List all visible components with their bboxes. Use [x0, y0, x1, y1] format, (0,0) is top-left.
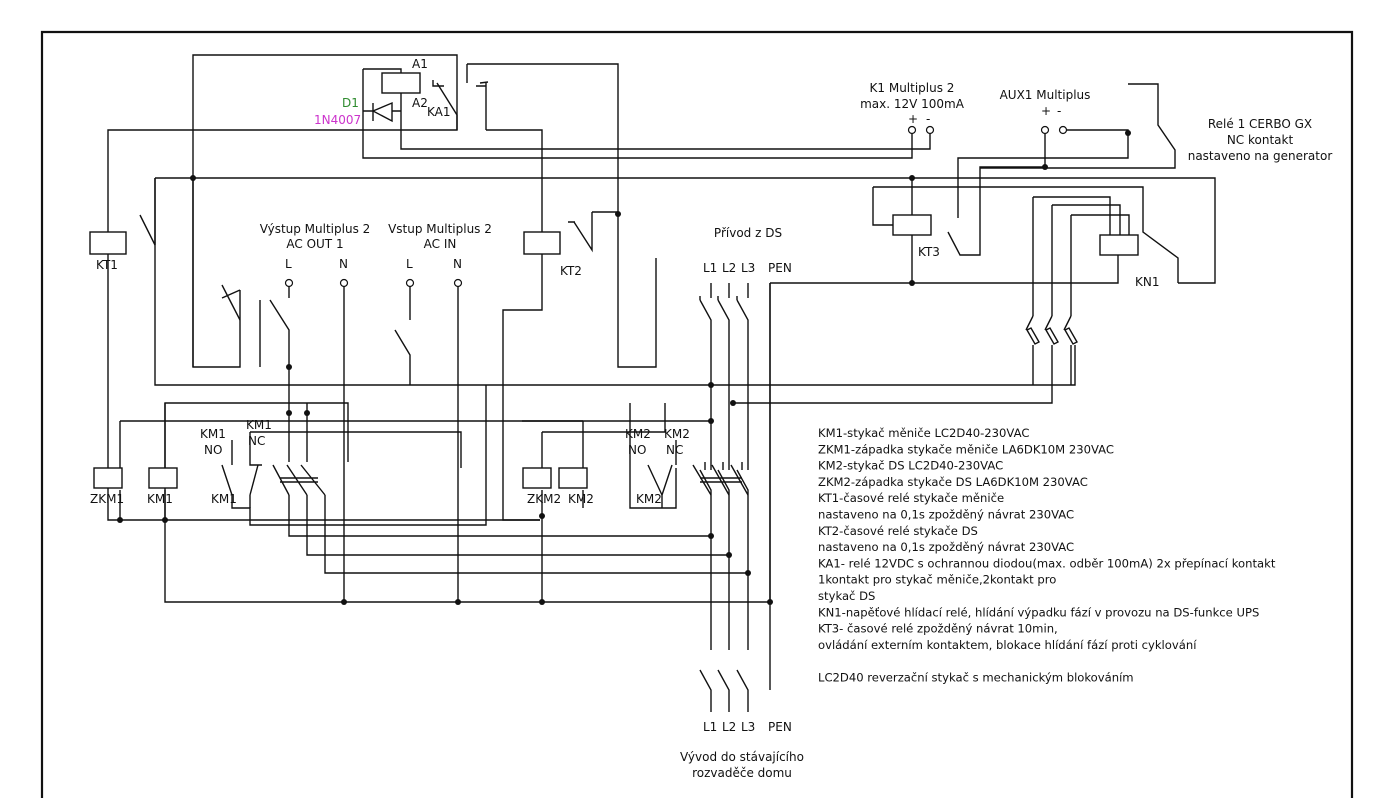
top-l3: L3 [741, 261, 755, 275]
label-out-sub: AC OUT 1 [286, 237, 343, 251]
bottom-l2: L2 [722, 720, 736, 734]
fuse-icon [1044, 315, 1059, 355]
aux1-plus: + [1041, 104, 1051, 118]
label-output-1: Vývod do stávajícího [680, 750, 804, 764]
kt3-coil [892, 214, 932, 236]
terminals [284, 125, 1068, 288]
out-l: L [285, 257, 292, 271]
km2-nc-2: NC [666, 443, 683, 457]
junctions [117, 130, 1131, 605]
in-l: L [406, 257, 413, 271]
note-line: nastaveno na 0,1s zpožděný návrat 230VAC [818, 508, 1074, 522]
note-line: KM2-stykač DS LC2D40-230VAC [818, 459, 1003, 473]
note-line: ovládání externím kontaktem, blokace hlí… [818, 638, 1197, 652]
note-line: KT1-časové relé stykače měniče [818, 491, 1004, 505]
km2-no-1: KM2 [625, 427, 651, 441]
label-km1-coil: KM1 [147, 492, 173, 506]
fuse-icon [1025, 315, 1040, 355]
k1-plus: + [908, 112, 918, 126]
note-line: KM1-stykač měniče LC2D40-230VAC [818, 426, 1029, 440]
top-l1: L1 [703, 261, 717, 275]
label-d1-type: 1N4007 [314, 113, 361, 127]
bottom-pen: PEN [768, 720, 792, 734]
km1-nc-1: KM1 [246, 418, 272, 432]
label-in-title: Vstup Multiplus 2 [388, 222, 492, 236]
component-notes: KM1-stykač měniče LC2D40-230VAC ZKM1-zápa… [818, 426, 1276, 685]
component-labels: A1 A2 KA1 D1 1N4007 K1 Multiplus 2 max. … [90, 57, 1332, 780]
label-zkm2: ZKM2 [527, 492, 561, 506]
in-n: N [453, 257, 462, 271]
note-line: 1kontakt pro stykač měniče,2kontakt pro [818, 573, 1056, 587]
coils [89, 72, 1139, 489]
label-k1-title: K1 Multiplus 2 [870, 81, 955, 95]
note-line: ZKM1-západka stykače měniče LA6DK10M 230… [818, 442, 1114, 456]
label-in-sub: AC IN [424, 237, 457, 251]
bottom-l3: L3 [741, 720, 755, 734]
label-a1: A1 [412, 57, 428, 71]
label-cerbo-1: Relé 1 CERBO GX [1208, 117, 1312, 131]
note-line: KT2-časové relé stykače DS [818, 524, 978, 538]
zkm2-coil [522, 467, 552, 489]
label-cerbo-3: nastaveno na generator [1188, 149, 1333, 163]
km2-no-2: NO [628, 443, 646, 457]
km1-no-2: NO [204, 443, 222, 457]
label-kt3: KT3 [918, 245, 940, 259]
label-km1-contacts: KM1 [211, 492, 237, 506]
km1-nc-2: NC [248, 434, 265, 448]
kn1-coil [1099, 234, 1139, 256]
label-zkm1: ZKM1 [90, 492, 124, 506]
label-kn1: KN1 [1135, 275, 1159, 289]
note-line: LC2D40 reverzační stykač s mechanickým b… [818, 671, 1134, 685]
aux1-minus: - [1057, 104, 1061, 118]
km1-no-1: KM1 [200, 427, 226, 441]
note-line: stykač DS [818, 589, 875, 603]
k1-minus: - [926, 112, 930, 126]
label-km2-contacts: KM2 [636, 492, 662, 506]
kt2-coil [523, 231, 561, 255]
label-km2-coil: KM2 [568, 492, 594, 506]
zkm1-coil [93, 467, 123, 489]
ka1-coil [381, 72, 421, 94]
label-cerbo-2: NC kontakt [1227, 133, 1294, 147]
label-kt2: KT2 [560, 264, 582, 278]
label-output-2: rozvaděče domu [692, 766, 792, 780]
label-ka1: KA1 [427, 105, 451, 119]
top-pen: PEN [768, 261, 792, 275]
fuse-icon [1063, 315, 1078, 355]
km2-nc-1: KM2 [664, 427, 690, 441]
label-out-title: Výstup Multiplus 2 [260, 222, 371, 236]
note-line: ZKM2-západka stykače DS LA6DK10M 230VAC [818, 475, 1088, 489]
label-aux1: AUX1 Multiplus [1000, 88, 1091, 102]
label-a2: A2 [412, 96, 428, 110]
out-n: N [339, 257, 348, 271]
note-line: KN1-napěťové hlídací relé, hlídání výpad… [818, 605, 1259, 619]
label-k1-spec: max. 12V 100mA [860, 97, 965, 111]
note-line: KT3- časové relé zpožděný návrat 10min, [818, 622, 1058, 636]
drawing-frame [40, 30, 1354, 798]
bottom-l1: L1 [703, 720, 717, 734]
label-d1: D1 [342, 96, 359, 110]
km1-coil [148, 467, 178, 489]
km2-coil [558, 467, 588, 489]
note-line: KA1- relé 12VDC s ochrannou diodou(max. … [818, 556, 1276, 570]
label-kt1: KT1 [96, 258, 118, 272]
fuses [1025, 315, 1078, 355]
label-supply: Přívod z DS [714, 226, 782, 240]
note-line: nastaveno na 0,1s zpožděný návrat 230VAC [818, 540, 1074, 554]
diode-d1-icon [371, 101, 393, 123]
kt1-coil [89, 231, 127, 255]
top-l2: L2 [722, 261, 736, 275]
